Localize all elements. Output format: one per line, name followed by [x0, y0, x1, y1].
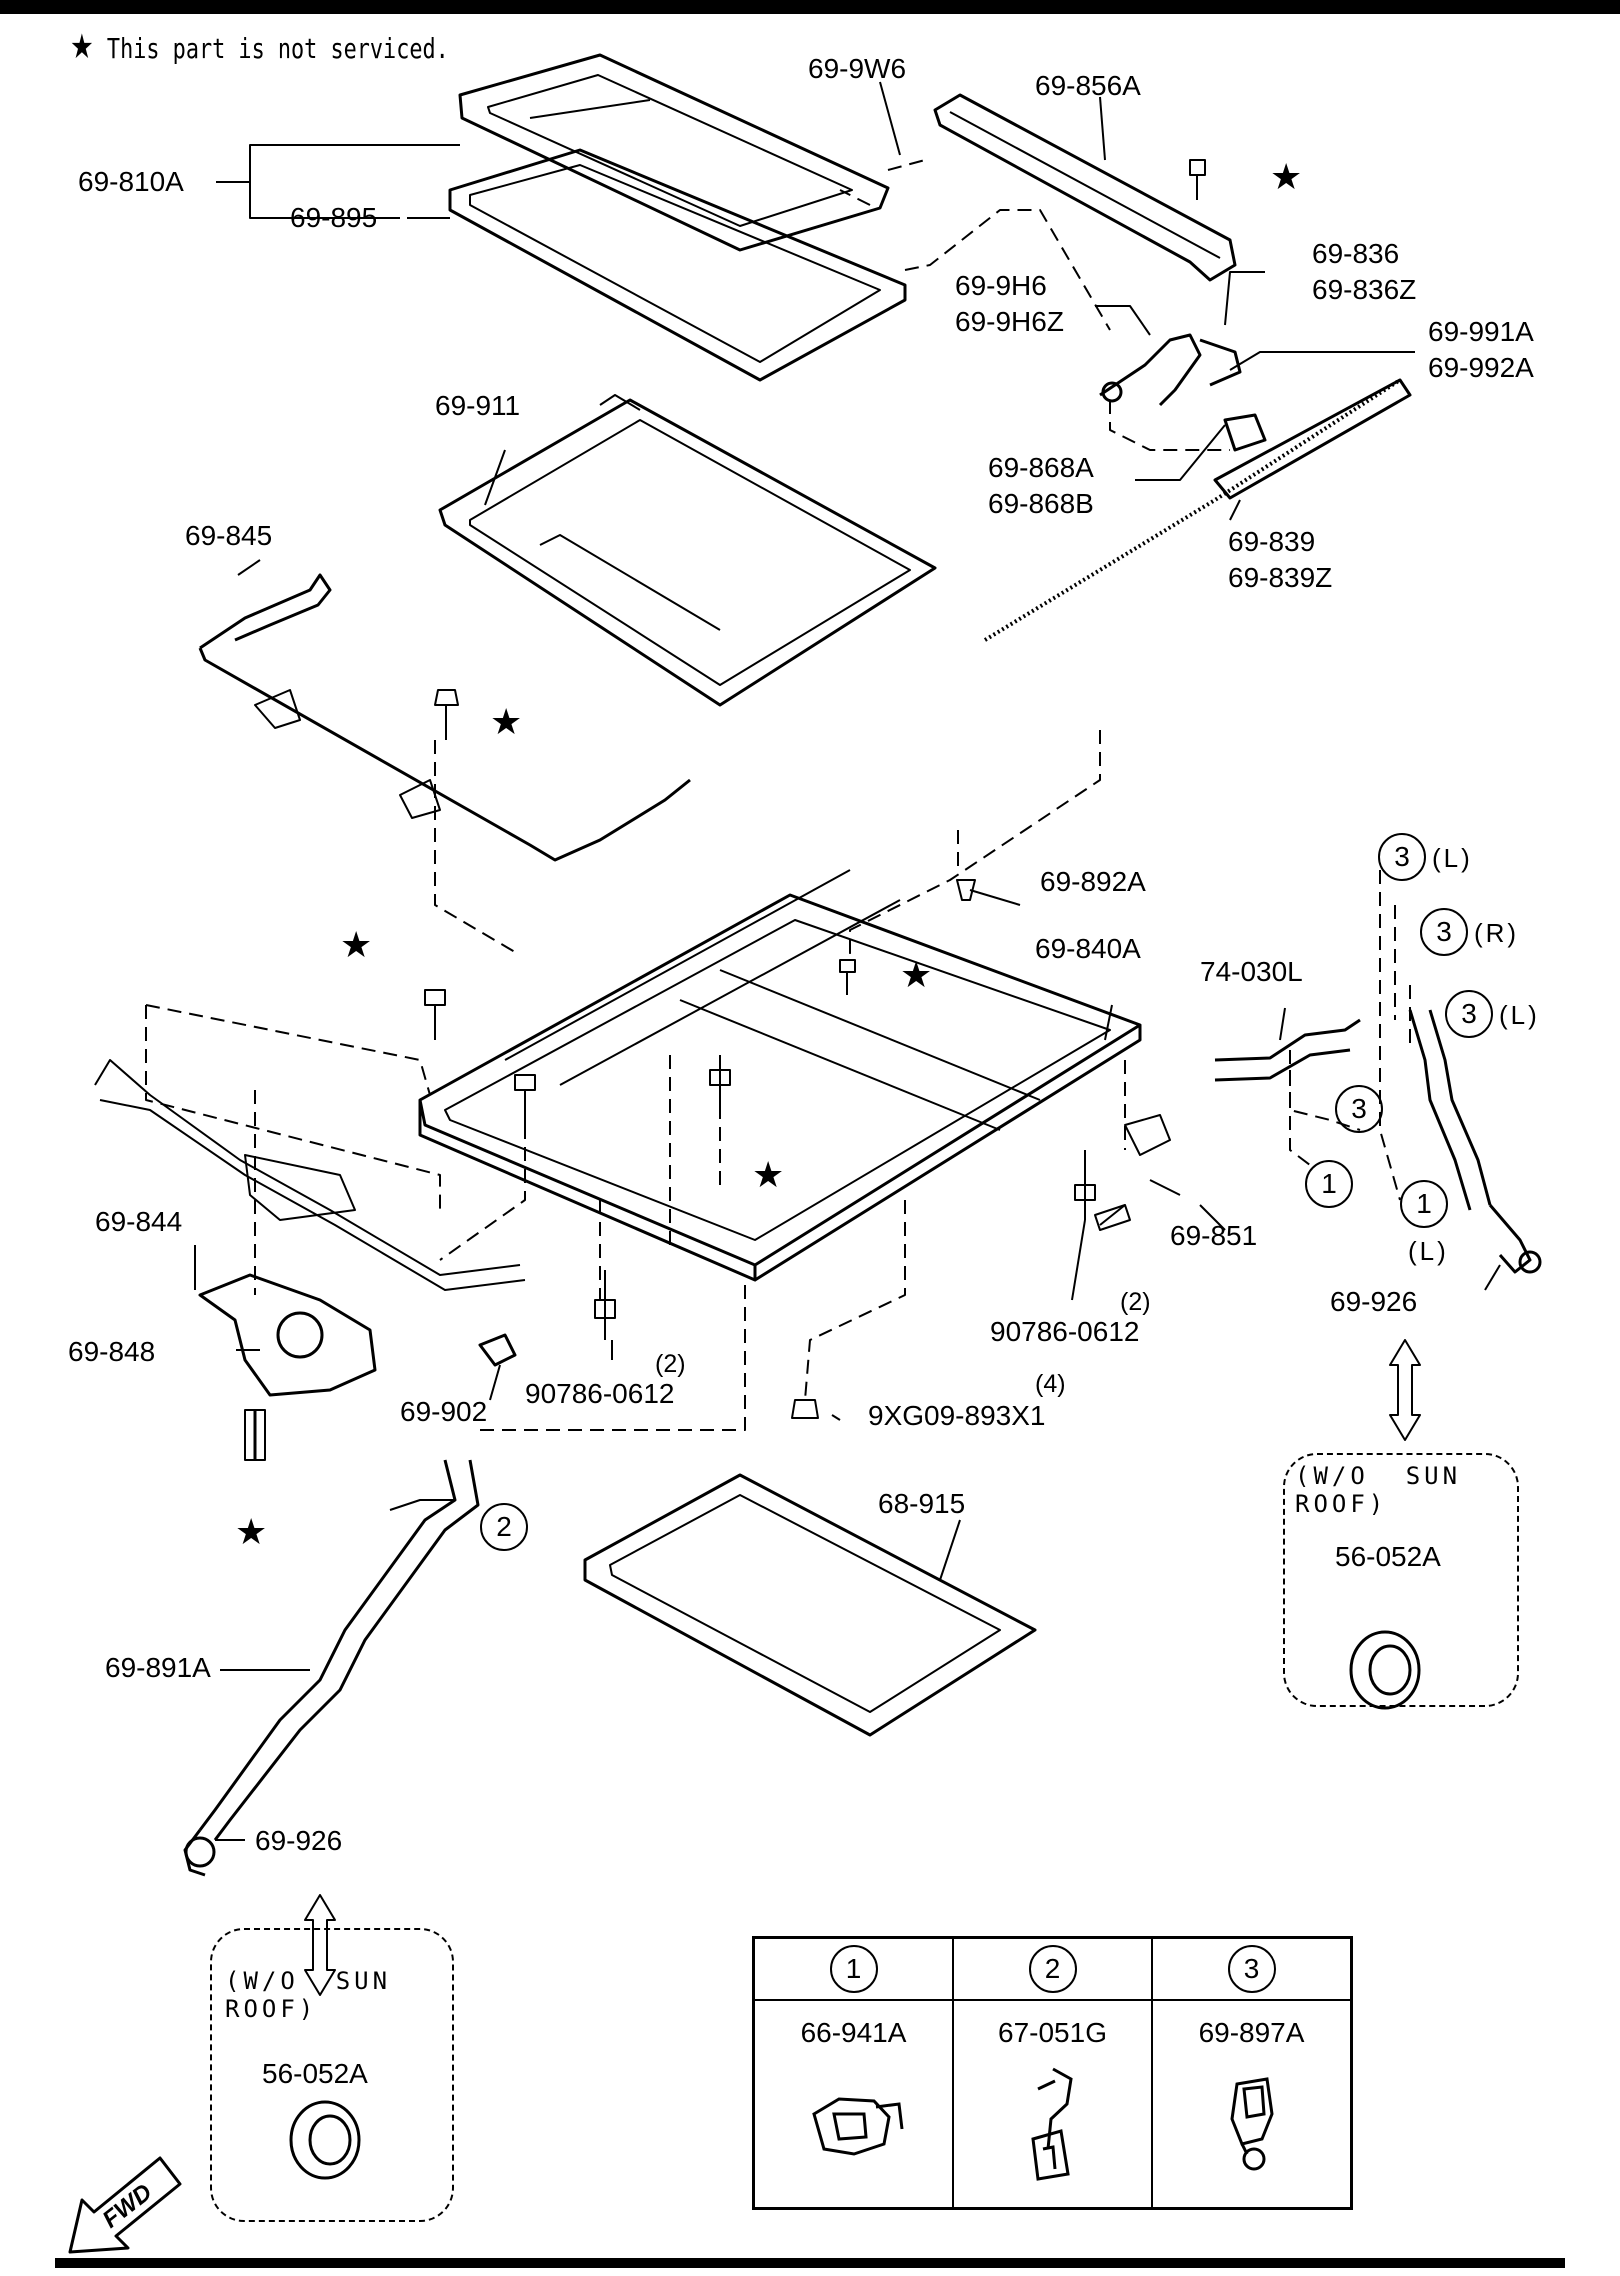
- part-label: 74-030L: [1200, 956, 1303, 987]
- frame-seal: [583, 1473, 1037, 1737]
- not-serviced-note: ★ This part is not serviced.: [70, 30, 449, 65]
- part-label: 90786-0612: [525, 1378, 675, 1409]
- legend-header: 2: [954, 1939, 1151, 2001]
- part-label: 69-851: [1170, 1220, 1258, 1251]
- not-serviced-star-icon: ★: [340, 925, 373, 966]
- callout-side: (R): [1474, 918, 1520, 948]
- clip-icon: [1030, 2067, 1073, 2181]
- top-rule: [0, 0, 1620, 14]
- part-label: 69-868B: [988, 488, 1094, 519]
- callout-3: 3: [1335, 1085, 1383, 1133]
- part-quantity: (4): [1035, 1370, 1066, 1398]
- glass-seal: [448, 148, 907, 382]
- main-frame: [418, 869, 1142, 1282]
- sunshade: [438, 394, 937, 707]
- legend-header: 3: [1153, 1939, 1350, 2001]
- part-label: 69-856A: [1035, 70, 1141, 101]
- slide-rail: [1213, 378, 1412, 500]
- screws: [424, 159, 1206, 1419]
- part-label: 69-895: [290, 202, 378, 233]
- cable-harness: [94, 1059, 526, 1291]
- legend-part: 67-051G: [998, 2017, 1107, 2048]
- legend-part: 69-897A: [1198, 2017, 1305, 2048]
- part-label: 69-991A: [1428, 316, 1534, 347]
- alt-condition: (W/O SUN ROOF): [1295, 1462, 1462, 1518]
- guide-rail: [933, 93, 1237, 282]
- part-label: 69-911: [435, 390, 521, 421]
- clip: [478, 1333, 517, 1367]
- motor-assembly: [198, 1273, 377, 1461]
- part-label: 69-839: [1228, 526, 1316, 557]
- part-label: 69-848: [68, 1336, 156, 1367]
- callout-1: 1: [1400, 1180, 1448, 1228]
- part-label: 69-840A: [1035, 933, 1141, 964]
- legend-column: 1 66-941A: [755, 1939, 952, 2207]
- callout-3: 3: [1378, 833, 1426, 881]
- part-label: 68-915: [878, 1488, 966, 1519]
- callout-side: (L): [1408, 1236, 1449, 1266]
- part-label: 69-992A: [1428, 352, 1534, 383]
- alt-part-box-left: [210, 1928, 454, 2222]
- part-label: 69-844: [95, 1206, 183, 1237]
- legend-number: 2: [1028, 1945, 1077, 1993]
- part-label: 69-836: [1312, 238, 1400, 269]
- legend-part: 66-941A: [800, 2017, 907, 2048]
- note-text: This part is not serviced.: [106, 32, 449, 65]
- drain-hose-front: [1214, 1018, 1361, 1082]
- callout-side: (L): [1432, 843, 1473, 873]
- callout-3: 3: [1420, 908, 1468, 956]
- drain-hose-front-long: [183, 1459, 480, 1877]
- drain-hose-rear-right: [1408, 1009, 1542, 1274]
- part-label: 69-926: [1330, 1286, 1418, 1317]
- drive-cable: [983, 378, 1402, 642]
- star-icon: ★: [70, 27, 94, 67]
- leader-lines: [194, 81, 1501, 1841]
- alt-part-label: 56-052A: [262, 2058, 368, 2089]
- part-label: 69-839Z: [1228, 562, 1333, 593]
- part-label: 69-902: [400, 1396, 488, 1427]
- callout-1: 1: [1305, 1160, 1353, 1208]
- callout-2: 2: [480, 1503, 528, 1551]
- legend-number: 1: [829, 1945, 878, 1993]
- glass-panel: [458, 53, 890, 252]
- forward-arrow-icon: FWD: [68, 2156, 182, 2254]
- alt-condition: (W/O SUN ROOF): [225, 1967, 392, 2023]
- bottom-rule: [55, 2258, 1565, 2268]
- part-quantity: (2): [655, 1350, 686, 1378]
- part-label: 69-9W6: [808, 53, 907, 84]
- part-label: 69-868A: [988, 452, 1094, 483]
- part-label: 69-892A: [1040, 866, 1146, 897]
- front-frame: [198, 573, 691, 862]
- clip-icon: [811, 2097, 903, 2156]
- part-label: 69-891A: [105, 1652, 211, 1683]
- part-quantity: (2): [1120, 1288, 1151, 1316]
- legend-column: 2 67-051G: [952, 1939, 1151, 2207]
- clip-icon: [1229, 2077, 1274, 2171]
- not-serviced-star-icon: ★: [752, 1155, 785, 1196]
- alt-part-box-right: [1283, 1453, 1519, 1707]
- legend-header: 1: [755, 1939, 952, 2001]
- part-label: 69-810A: [78, 166, 184, 197]
- not-serviced-star-icon: ★: [900, 955, 933, 996]
- alt-part-label: 56-052A: [1335, 1541, 1441, 1572]
- part-label: 69-926: [255, 1825, 343, 1856]
- part-label: 69-845: [185, 520, 273, 551]
- legend-column: 3 69-897A: [1151, 1939, 1350, 2207]
- grommets: [289, 1630, 1421, 2180]
- clip-legend-table: 1 66-941A 2 67-051G 3 69-897: [752, 1936, 1353, 2210]
- part-label: 9XG09-893X1: [868, 1400, 1046, 1431]
- callout-side: (L): [1499, 1000, 1540, 1030]
- part-label: 69-836Z: [1312, 274, 1417, 305]
- part-label: 69-9H6Z: [955, 306, 1064, 337]
- not-serviced-star-icon: ★: [1270, 157, 1303, 198]
- part-label: 90786-0612: [990, 1316, 1140, 1347]
- link-mechanism: [1099, 333, 1267, 452]
- not-serviced-star-icon: ★: [490, 702, 523, 743]
- double-arrows: [304, 1339, 1421, 1996]
- legend-number: 3: [1227, 1945, 1276, 1993]
- not-serviced-star-icon: ★: [235, 1512, 268, 1553]
- part-label: 69-9H6: [955, 270, 1047, 301]
- callout-3: 3: [1445, 990, 1493, 1038]
